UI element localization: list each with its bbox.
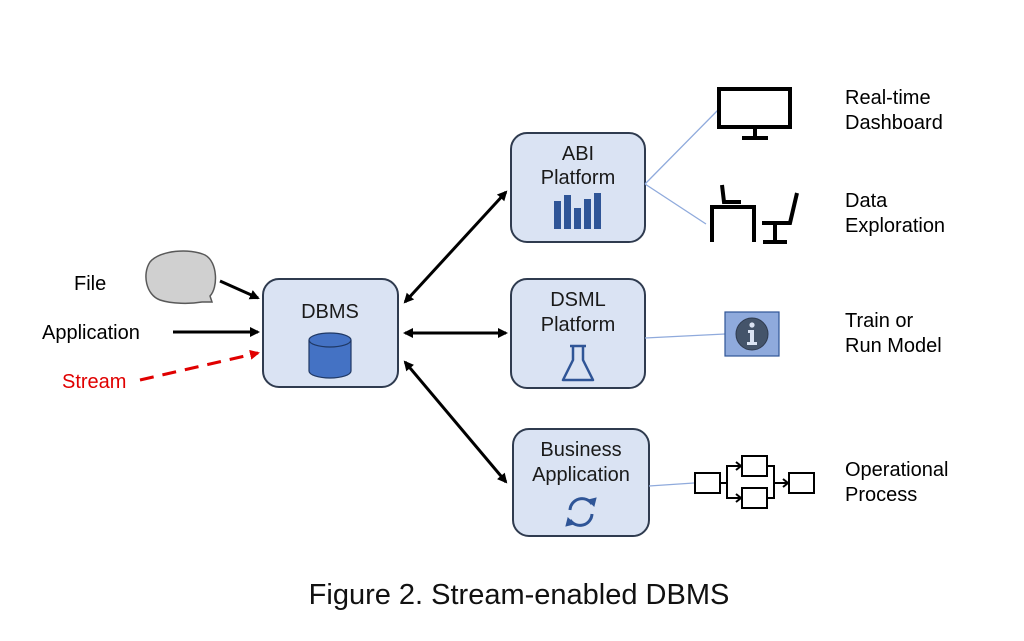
refresh-cycle-icon xyxy=(565,497,597,527)
stream-arrow xyxy=(139,349,260,382)
output-connectors xyxy=(644,109,726,487)
output-dashboard-line2: Dashboard xyxy=(845,112,943,134)
output-process-line2: Process xyxy=(845,484,917,506)
abi-label-line1: ABI xyxy=(562,143,594,165)
output-dashboard-line1: Real-time xyxy=(845,87,931,109)
dsml-label-line2: Platform xyxy=(541,314,615,336)
business-label-line1: Business xyxy=(540,439,621,461)
output-model-line1: Train or xyxy=(845,310,914,332)
flask-icon xyxy=(561,344,595,382)
monitor-icon xyxy=(717,87,792,140)
output-exploration-line1: Data xyxy=(845,190,888,212)
info-icon xyxy=(724,311,780,357)
business-application-node: Business Application xyxy=(512,428,650,537)
dsml-label-line1: DSML xyxy=(550,289,606,311)
process-flow-icon xyxy=(694,455,815,509)
dbms-node: DBMS xyxy=(262,278,399,388)
speech-bubble-icon xyxy=(145,250,217,305)
input-file-label: File xyxy=(74,273,106,295)
output-process-line1: Operational xyxy=(845,459,948,481)
output-model-line2: Run Model xyxy=(845,335,942,357)
dbms-business-arrow xyxy=(403,360,508,484)
abi-platform-node: ABI Platform xyxy=(510,132,646,243)
business-label-line2: Application xyxy=(532,464,630,486)
bar-chart-icon xyxy=(554,193,601,229)
figure-caption: Figure 2. Stream-enabled DBMS xyxy=(309,579,730,611)
dbms-label: DBMS xyxy=(301,301,359,323)
input-application-label: Application xyxy=(42,322,140,344)
abi-label-line2: Platform xyxy=(541,167,615,189)
output-exploration-line2: Exploration xyxy=(845,215,945,237)
dbms-abi-arrow xyxy=(403,190,508,304)
input-stream-label: Stream xyxy=(62,371,126,393)
dsml-platform-node: DSML Platform xyxy=(510,278,646,389)
database-cylinder-icon xyxy=(308,332,352,379)
file-arrow xyxy=(219,279,260,300)
desk-chair-icon xyxy=(710,184,799,244)
